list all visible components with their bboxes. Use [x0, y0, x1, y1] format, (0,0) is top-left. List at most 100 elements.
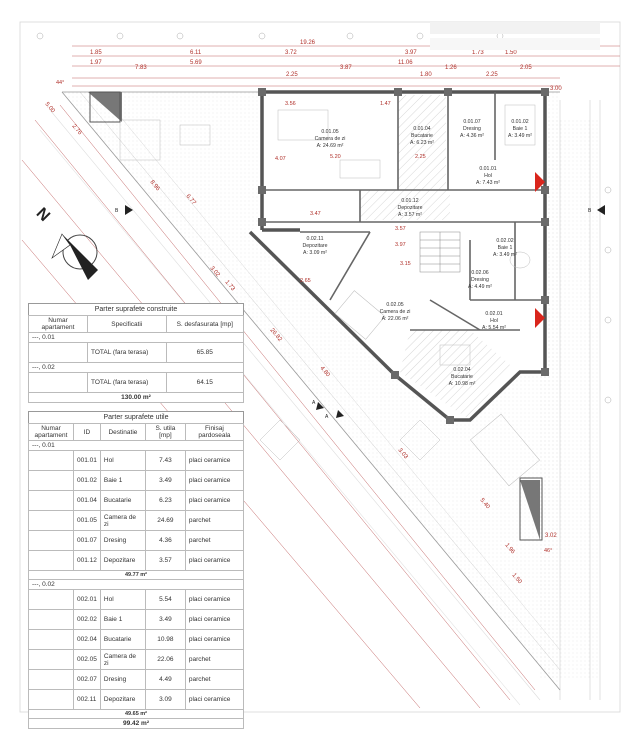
area-cell: 3.49: [144, 609, 186, 630]
svg-text:Camera de zi: Camera de zi: [380, 309, 411, 315]
svg-text:6.11: 6.11: [190, 50, 202, 56]
svg-text:0.01.04: 0.01.04: [413, 126, 430, 132]
svg-text:B: B: [588, 208, 592, 214]
svg-text:1.50: 1.50: [505, 50, 517, 56]
destination-cell: Camera de zi: [99, 510, 146, 531]
svg-text:Depozitare: Depozitare: [397, 205, 422, 211]
area-cell: 3.49: [144, 470, 186, 491]
svg-text:2.65: 2.65: [300, 278, 311, 284]
useful-area-caption: Parter suprafete utile: [28, 411, 244, 423]
svg-text:5.20: 5.20: [330, 154, 341, 160]
header-id: ID: [73, 423, 101, 441]
svg-text:Bucatarie: Bucatarie: [451, 374, 473, 380]
furniture: [119, 104, 540, 487]
section-markers: B B A A: [115, 205, 605, 420]
svg-text:1.80: 1.80: [420, 72, 432, 78]
svg-text:Dresing: Dresing: [463, 126, 481, 132]
svg-text:A: 4.49 m²: A: 4.49 m²: [468, 284, 492, 290]
id-cell: 002.11: [73, 689, 101, 710]
destination-cell: Dresing: [99, 530, 146, 551]
columns: [88, 88, 549, 540]
area-cell: 3.57: [144, 550, 186, 571]
kitchen-floor-hatch: [398, 95, 446, 190]
svg-text:A: 5.54 m²: A: 5.54 m²: [482, 325, 506, 331]
subtotal-apartment-1: 49.77 m²: [28, 570, 244, 580]
finish-cell: placi ceramice: [184, 550, 245, 571]
group-label: ---, 0.02: [28, 579, 244, 590]
id-cell: 002.01: [73, 589, 101, 610]
empty-cell: [28, 669, 74, 690]
svg-text:Bucatarie: Bucatarie: [411, 133, 433, 139]
svg-text:3.57: 3.57: [395, 226, 406, 232]
svg-text:5.69: 5.69: [190, 60, 202, 66]
built-area-table: Parter suprafete construite Numar aparta…: [28, 303, 245, 403]
svg-text:A: 6.23 m²: A: 6.23 m²: [410, 140, 434, 146]
svg-text:A: 22.06 m²: A: 22.06 m²: [382, 316, 409, 322]
svg-text:46°: 46°: [544, 548, 552, 554]
room-labels: 0.01.05 Camera de zi A: 24.69 m² 0.01.04…: [302, 119, 532, 387]
useful-area-table: Parter suprafete utile Numar apartament …: [28, 411, 245, 729]
svg-text:Baie 1: Baie 1: [498, 245, 513, 251]
svg-text:A: A: [312, 400, 316, 406]
header-destination: Destinatie: [99, 423, 146, 441]
storage-floor-hatch: [360, 190, 450, 220]
interior-dimensions: 5.20 2.25 3.56 1.47 3.47 3.57 4.07 2.65 …: [56, 80, 552, 554]
svg-text:Baie 1: Baie 1: [513, 126, 528, 132]
destination-cell: Baie 1: [99, 609, 146, 630]
svg-text:3.02: 3.02: [545, 533, 557, 539]
finish-cell: placi ceramice: [184, 470, 245, 491]
svg-text:1.85: 1.85: [90, 50, 102, 56]
north-label: N: [33, 205, 53, 225]
area-cell: 6.23: [144, 490, 186, 511]
area-cell: 4.49: [144, 669, 186, 690]
finish-cell: placi ceramice: [184, 490, 245, 511]
empty-cell: [28, 609, 74, 630]
svg-text:2.25: 2.25: [286, 72, 298, 78]
built-area-caption: Parter suprafete construite: [28, 303, 244, 315]
area-cell: 65.85: [165, 342, 245, 363]
id-cell: 001.01: [73, 450, 101, 471]
useful-total: 99.42 m²: [28, 718, 244, 729]
header-apartment: Numar apartament: [28, 315, 88, 333]
destination-cell: Dresing: [99, 669, 146, 690]
svg-text:7.83: 7.83: [135, 65, 147, 71]
grid-axis-markers: [36, 32, 612, 404]
empty-cell: [28, 589, 74, 610]
finish-cell: parchet: [184, 649, 245, 670]
area-cell: 7.43: [144, 450, 186, 471]
empty-cell: [28, 450, 74, 471]
header-floor-finish: Finisaj pardoseala: [184, 423, 245, 441]
svg-text:A: A: [325, 414, 329, 420]
svg-text:0.02.11: 0.02.11: [307, 236, 324, 242]
svg-text:44°: 44°: [56, 80, 64, 86]
svg-text:1.26: 1.26: [445, 65, 457, 71]
svg-text:0.02.06: 0.02.06: [471, 270, 488, 276]
svg-text:11.06: 11.06: [398, 60, 413, 66]
svg-text:2.76: 2.76: [70, 123, 83, 136]
svg-text:0.01.12: 0.01.12: [401, 198, 418, 204]
svg-text:Camera de zi: Camera de zi: [315, 136, 346, 142]
entrance-markers: [535, 172, 545, 328]
svg-text:A: 3.49 m²: A: 3.49 m²: [508, 133, 532, 139]
area-cell: 22.06: [144, 649, 186, 670]
section-a-arrow-2: [316, 402, 324, 410]
area-cell: 10.98: [144, 629, 186, 650]
svg-text:1.73: 1.73: [472, 50, 484, 56]
svg-text:3.72: 3.72: [285, 50, 297, 56]
section-a-arrow-1: [336, 410, 344, 418]
id-cell: 001.04: [73, 490, 101, 511]
built-total: 130.00 m²: [28, 392, 244, 403]
svg-text:Hol: Hol: [490, 318, 498, 324]
empty-cell: [28, 629, 74, 650]
svg-text:B: B: [115, 208, 119, 214]
